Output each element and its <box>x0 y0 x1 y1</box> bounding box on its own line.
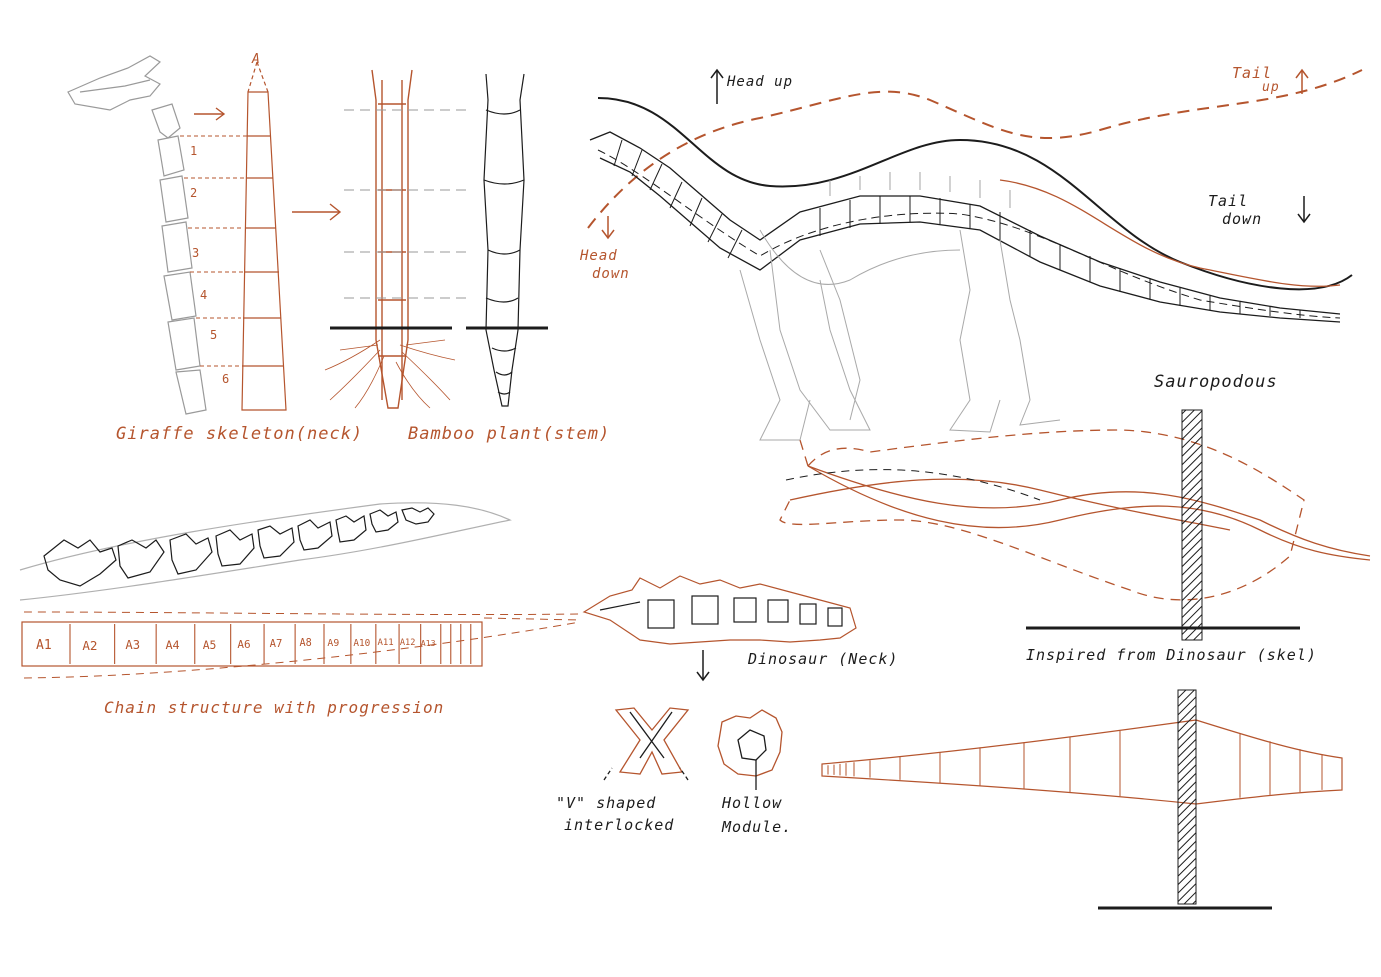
apex-label: A <box>252 52 261 67</box>
sauropod-legs-pencil <box>739 229 1061 441</box>
bamboo-stem-sketch <box>371 69 413 409</box>
chain-structure <box>21 621 483 667</box>
hatched-pillar <box>1177 689 1197 905</box>
arrow-icon <box>194 107 226 121</box>
spine-centerline <box>597 149 1341 319</box>
hollow-caption: Module. <box>722 818 793 836</box>
v-shaped-caption: "V" shaped <box>556 794 657 812</box>
bamboo-caption: Bamboo plant(stem) <box>408 424 611 444</box>
chain-module-label: A1 <box>36 638 52 653</box>
giraffe-neck-sketch <box>67 55 207 415</box>
segment-number: 2 <box>190 186 198 200</box>
chain-module-label: A4 <box>165 638 180 652</box>
sauropod-body <box>589 131 1341 323</box>
inspired-caption: Inspired from Dinosaur (skel) <box>1026 646 1317 664</box>
bamboo-roots <box>324 339 456 409</box>
tail-up-curve <box>587 69 1363 229</box>
tail-up-label: up <box>1262 80 1280 95</box>
chain-module-label: A10 <box>353 638 371 649</box>
v-shaped-caption: interlocked <box>564 816 675 834</box>
chain-module-label: A12 <box>399 638 416 648</box>
chain-caption: Chain structure with progression <box>104 698 445 717</box>
arrow-up-icon <box>710 68 724 104</box>
v-interlock-sketch <box>603 707 690 781</box>
dinosaur-neck-caption: Dinosaur (Neck) <box>748 650 899 668</box>
segment-number: 6 <box>222 372 230 386</box>
chain-module-label: A3 <box>125 638 141 652</box>
hatched-pillar <box>1181 409 1203 641</box>
chain-dividers <box>69 624 472 664</box>
segment-number: 4 <box>200 288 208 302</box>
chain-module-label: A5 <box>202 638 217 652</box>
chain-module-label: A13 <box>420 638 436 648</box>
hollow-caption: Hollow <box>722 794 783 812</box>
head-down-label: down <box>592 266 630 282</box>
tapered-beam <box>821 719 1343 805</box>
arrow-icon <box>292 203 342 221</box>
segment-number: 1 <box>190 144 198 158</box>
chain-module-label: A9 <box>327 638 340 649</box>
tail-down-curve <box>999 179 1341 287</box>
bamboo-stem-ink <box>483 73 525 407</box>
arrow-down-icon <box>1297 196 1311 224</box>
chain-module-label: A11 <box>377 638 394 648</box>
spine-curve-ink <box>597 97 1353 291</box>
tail-outline <box>19 502 512 601</box>
head-up-label: Head up <box>727 74 794 90</box>
segment-number: 5 <box>210 328 218 342</box>
giraffe-caption: Giraffe skeleton(neck) <box>116 424 364 444</box>
giraffe-segment-guides <box>180 135 248 367</box>
tail-vertebrae <box>43 507 435 587</box>
tapered-column <box>241 61 287 411</box>
tail-down-label: down <box>1222 210 1263 228</box>
head-down-label: Head <box>580 248 618 264</box>
sauropodous-waves <box>779 429 1371 601</box>
chain-module-label: A2 <box>82 638 98 653</box>
arrow-up-icon <box>1295 68 1309 94</box>
dinosaur-neck-sketch <box>582 575 857 645</box>
arrow-down-icon <box>601 216 615 240</box>
hollow-module-sketch <box>717 709 783 790</box>
sauropodous-title: Sauropodous <box>1154 372 1278 392</box>
chain-guides <box>23 611 581 679</box>
beam-dividers <box>827 730 1323 798</box>
tail-down-label: Tail <box>1208 192 1249 210</box>
tail-up-label: Tail <box>1232 64 1273 82</box>
segment-number: 3 <box>192 246 200 260</box>
arrow-down-icon <box>696 650 710 682</box>
chain-module-label: A7 <box>269 638 283 650</box>
chain-module-label: A8 <box>299 638 312 649</box>
chain-module-label: A6 <box>237 638 251 651</box>
bamboo-guides <box>344 109 470 299</box>
